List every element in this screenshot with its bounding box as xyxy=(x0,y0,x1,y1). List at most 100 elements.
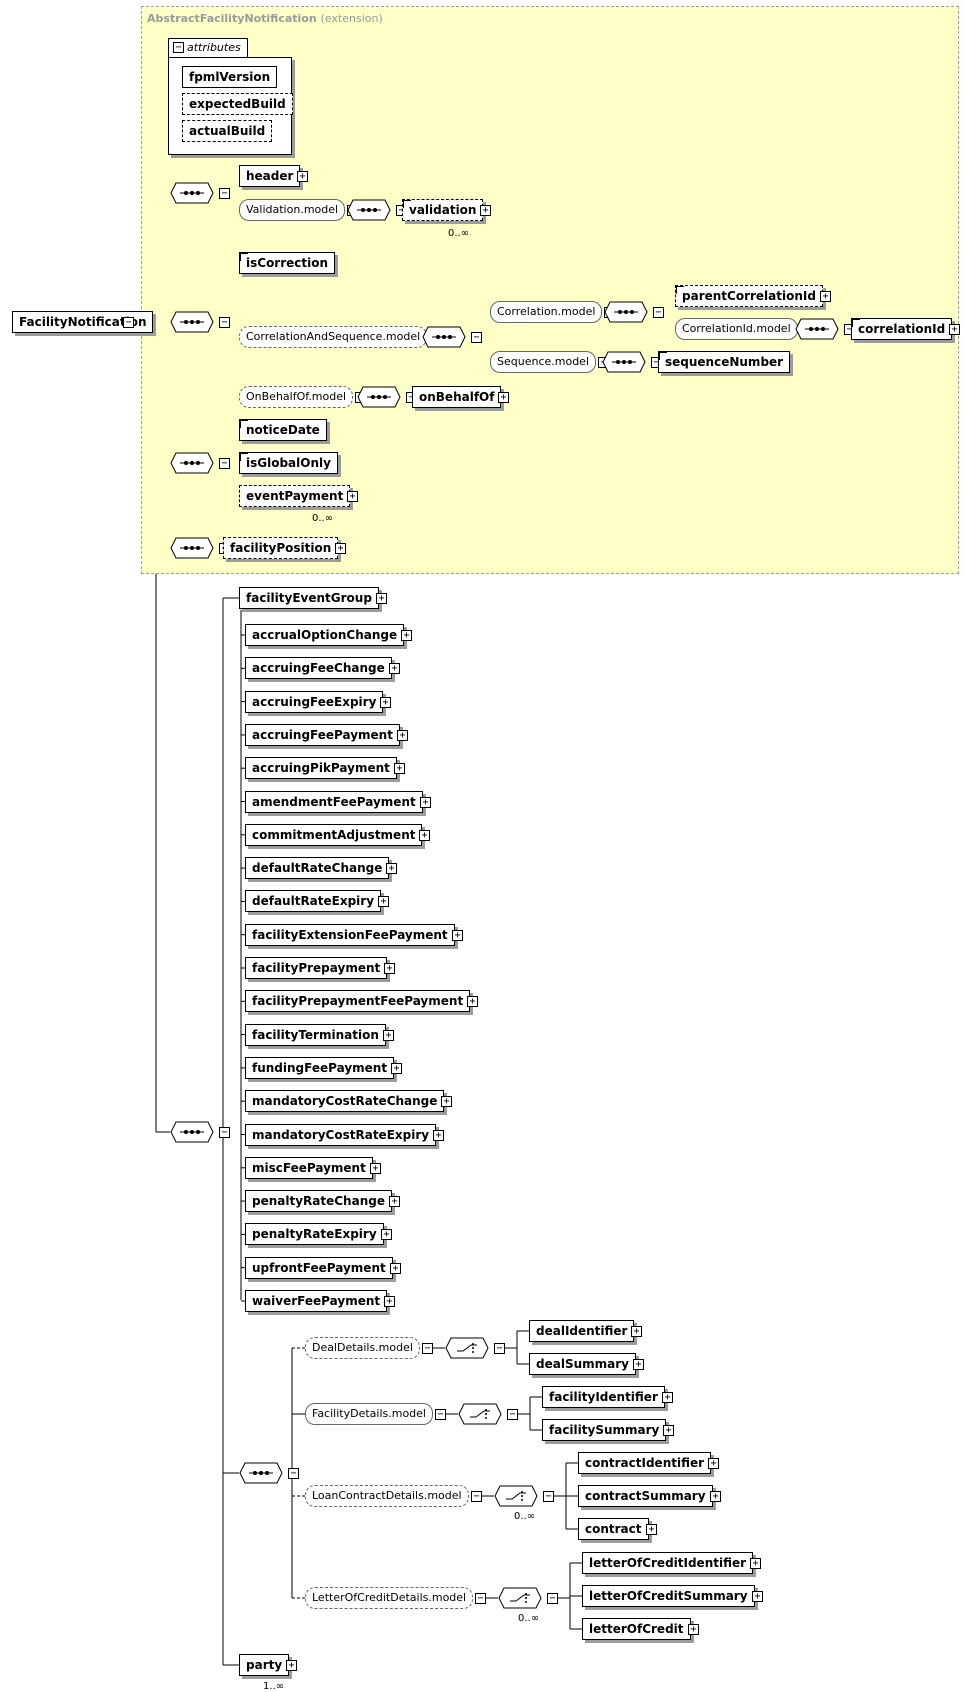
expand-icon[interactable]: + xyxy=(820,291,831,302)
collapse-icon[interactable]: − xyxy=(219,1127,230,1138)
event-item-mandatoryCostRateChange[interactable]: mandatoryCostRateChange xyxy=(245,1090,445,1113)
expand-icon[interactable]: + xyxy=(419,829,430,841)
expand-icon[interactable]: + xyxy=(433,1129,444,1141)
expand-icon[interactable]: + xyxy=(389,1196,400,1208)
expand-icon[interactable]: + xyxy=(380,696,391,708)
event-item-facilityExtensionFeePayment[interactable]: facilityExtensionFeePayment xyxy=(245,923,455,946)
event-item-upfrontFeePayment[interactable]: upfrontFeePayment xyxy=(245,1256,393,1279)
detail-model-2[interactable]: LoanContractDetails.model xyxy=(305,1485,469,1507)
sequence-compositor[interactable] xyxy=(170,452,214,474)
detail-item-contractSummary[interactable]: contractSummary xyxy=(578,1485,713,1507)
collapse-icon[interactable]: − xyxy=(219,458,230,469)
correlation-id-sequence[interactable] xyxy=(795,318,839,340)
is-correction-element[interactable]: isCorrection xyxy=(239,252,336,274)
expand-icon[interactable]: + xyxy=(688,1624,699,1635)
detail-item-contractIdentifier[interactable]: contractIdentifier xyxy=(578,1452,712,1474)
event-item-penaltyRateExpiry[interactable]: penaltyRateExpiry xyxy=(245,1223,384,1246)
expand-icon[interactable]: + xyxy=(662,1392,673,1403)
expand-icon[interactable]: + xyxy=(384,1296,395,1307)
event-item-accrualOptionChange[interactable]: accrualOptionChange xyxy=(245,624,405,646)
event-item-miscFeePayment[interactable]: miscFeePayment xyxy=(245,1156,373,1179)
parent-correlation-id-element[interactable]: parentCorrelationId xyxy=(675,285,823,307)
validation-sequence[interactable] xyxy=(347,199,391,221)
event-item-facilityTermination[interactable]: facilityTermination xyxy=(245,1023,386,1046)
collapse-icon[interactable]: − xyxy=(507,1409,518,1420)
event-item-penaltyRateChange[interactable]: penaltyRateChange xyxy=(245,1190,392,1213)
attribute-actualBuild[interactable]: actualBuild xyxy=(182,120,273,142)
expand-icon[interactable]: + xyxy=(297,171,308,182)
expand-icon[interactable]: + xyxy=(397,729,408,741)
expand-icon[interactable]: + xyxy=(752,1591,763,1602)
expand-icon[interactable]: + xyxy=(383,1029,394,1041)
collapse-icon[interactable]: − xyxy=(219,188,230,199)
detail-choice-0[interactable] xyxy=(445,1337,489,1359)
detail-choice-1[interactable] xyxy=(458,1403,502,1425)
event-item-commitmentAdjustment[interactable]: commitmentAdjustment xyxy=(245,823,423,846)
expand-icon[interactable]: + xyxy=(452,929,463,941)
on-behalf-of-sequence[interactable] xyxy=(357,386,401,408)
expand-icon[interactable]: + xyxy=(633,1359,644,1370)
sequence-compositor[interactable] xyxy=(170,1121,214,1143)
expand-icon[interactable]: + xyxy=(335,543,346,554)
event-item-accruingFeePayment[interactable]: accruingFeePayment xyxy=(245,723,400,746)
header-element[interactable]: header xyxy=(239,165,301,187)
expand-icon[interactable]: + xyxy=(394,763,405,775)
event-item-defaultRateExpiry[interactable]: defaultRateExpiry xyxy=(245,890,382,913)
event-item-defaultRateChange[interactable]: defaultRateChange xyxy=(245,857,390,880)
correlation-id-model[interactable]: CorrelationId.model xyxy=(675,318,798,340)
expand-icon[interactable]: + xyxy=(386,863,397,875)
expand-icon[interactable]: + xyxy=(467,996,478,1008)
expand-icon[interactable]: + xyxy=(480,205,491,216)
expand-icon[interactable]: + xyxy=(376,593,387,604)
collapse-icon[interactable]: − xyxy=(494,1343,505,1354)
is-global-only-element[interactable]: isGlobalOnly xyxy=(239,452,338,474)
event-item-accruingFeeExpiry[interactable]: accruingFeeExpiry xyxy=(245,690,384,713)
detail-model-0[interactable]: DealDetails.model xyxy=(305,1337,420,1359)
detail-item-dealIdentifier[interactable]: dealIdentifier xyxy=(529,1320,635,1342)
detail-item-letterOfCreditIdentifier[interactable]: letterOfCreditIdentifier xyxy=(582,1552,754,1574)
expand-icon[interactable]: + xyxy=(750,1558,761,1569)
attribute-expectedBuild[interactable]: expectedBuild xyxy=(182,93,293,115)
detail-item-facilityIdentifier[interactable]: facilityIdentifier xyxy=(542,1386,665,1408)
collapse-icon[interactable]: − xyxy=(471,1491,482,1502)
expand-icon[interactable]: + xyxy=(949,324,960,335)
event-item-amendmentFeePayment[interactable]: amendmentFeePayment xyxy=(245,790,423,813)
correlation-model[interactable]: Correlation.model xyxy=(490,301,603,323)
correlation-inner-sequence[interactable] xyxy=(604,301,648,323)
detail-item-dealSummary[interactable]: dealSummary xyxy=(529,1353,636,1375)
collapse-icon[interactable]: − xyxy=(173,42,184,53)
expand-icon[interactable]: + xyxy=(389,663,400,675)
collapse-icon[interactable]: − xyxy=(471,332,482,343)
expand-icon[interactable]: + xyxy=(390,1262,401,1274)
collapse-icon[interactable]: − xyxy=(543,1491,554,1502)
event-payment-element[interactable]: eventPayment xyxy=(239,485,351,507)
event-item-accruingPikPayment[interactable]: accruingPikPayment xyxy=(245,757,397,780)
expand-icon[interactable]: + xyxy=(378,896,389,908)
expand-icon[interactable]: + xyxy=(401,630,412,641)
correlation-id-element[interactable]: correlationId xyxy=(851,318,953,340)
detail-model-1[interactable]: FacilityDetails.model xyxy=(305,1403,433,1425)
expand-icon[interactable]: + xyxy=(391,1062,402,1074)
expand-icon[interactable]: + xyxy=(663,1425,674,1436)
notice-date-element[interactable]: noticeDate xyxy=(239,419,327,441)
expand-icon[interactable]: + xyxy=(347,491,358,502)
detail-item-facilitySummary[interactable]: facilitySummary xyxy=(542,1419,667,1441)
event-item-fundingFeePayment[interactable]: fundingFeePayment xyxy=(245,1056,395,1079)
detail-choice-3[interactable] xyxy=(498,1587,542,1609)
event-item-facilityPrepayment[interactable]: facilityPrepayment xyxy=(245,957,388,979)
correlation-and-sequence-model[interactable]: CorrelationAndSequence.model xyxy=(239,326,428,348)
expand-icon[interactable]: + xyxy=(370,1162,381,1174)
validation-model[interactable]: Validation.model xyxy=(239,199,346,221)
facility-position-element[interactable]: facilityPosition xyxy=(223,537,339,559)
expand-icon[interactable]: + xyxy=(286,1660,297,1671)
attribute-fpmlVersion[interactable]: fpmlVersion xyxy=(182,66,278,88)
detail-model-3[interactable]: LetterOfCreditDetails.model xyxy=(305,1587,474,1609)
collapse-icon[interactable]: − xyxy=(288,1468,299,1479)
attributes-tab[interactable]: − attributes xyxy=(168,38,248,58)
on-behalf-of-element[interactable]: onBehalfOf xyxy=(412,386,502,408)
expand-icon[interactable]: + xyxy=(498,392,509,403)
sequence-number-element[interactable]: sequenceNumber xyxy=(658,351,791,373)
collapse-icon[interactable]: − xyxy=(123,317,134,328)
collapse-icon[interactable]: − xyxy=(219,317,230,328)
correlation-sequence[interactable] xyxy=(422,326,466,348)
